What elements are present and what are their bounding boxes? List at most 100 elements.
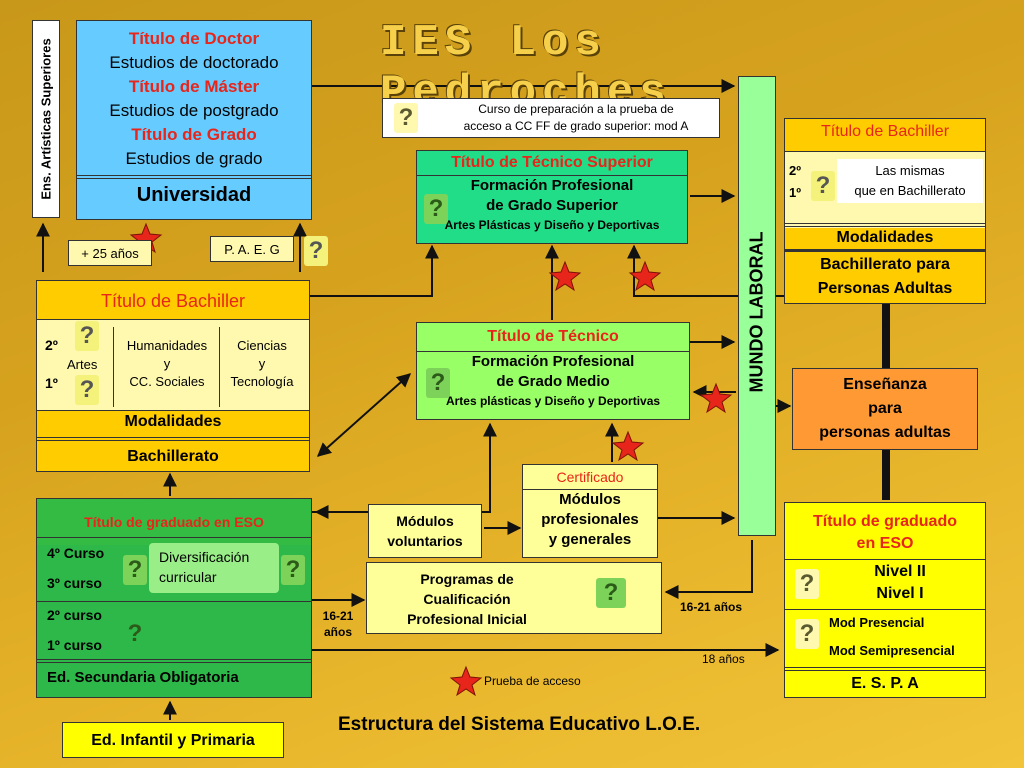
fp-superior-line1: Formación Profesional — [470, 177, 634, 194]
bachiller-hum3: CC. Sociales — [129, 374, 205, 389]
pcpi-line1: Programas de — [420, 571, 514, 587]
question-icon: ? — [394, 103, 418, 133]
curso-prep-line2: acceso a CC FF de grado superior: mod A — [463, 119, 689, 133]
edad-1621-left-a: 16-21 — [322, 609, 354, 623]
bachiller-artes: Artes — [67, 357, 98, 372]
eso-name: Ed. Secundaria Obligatoria — [47, 669, 239, 686]
mas25-badge: + 25 años — [68, 240, 152, 266]
curso-preparacion-box: Curso de preparación a la prueba de acce… — [382, 98, 720, 138]
mundo-laboral-bar: MUNDO LABORAL — [738, 76, 776, 536]
fp-superior-line2: de Grado Superior — [486, 197, 618, 214]
eso-c4: 4º Curso — [47, 545, 105, 561]
pcpi-line2: Cualificación — [423, 591, 511, 607]
star-marker — [611, 430, 645, 462]
fp-medio-line1: Formación Profesional — [471, 353, 635, 370]
edad-18: 18 años — [702, 652, 745, 666]
eso-adultos-nivel1: Nivel I — [876, 585, 924, 602]
bach-adultos-name1: Bachillerato para — [820, 256, 950, 273]
bachiller-modalidades: Modalidades — [124, 413, 222, 430]
bach-adultos-name2: Personas Adultas — [817, 280, 953, 297]
question-icon: ? — [123, 555, 147, 585]
edad-1621-right: 16-21 años — [680, 600, 743, 614]
eso-adultos-nivel2: Nivel II — [874, 563, 926, 580]
doctor-title: Título de Doctor — [128, 29, 260, 48]
universidad-name: Universidad — [136, 184, 252, 206]
page-subtitle: Estructura del Sistema Educativo L.O.E. — [338, 714, 701, 735]
universidad-box: Título de Doctor Estudios de doctorado T… — [76, 20, 312, 220]
ensenanza-adultos-box: Enseñanza para personas adultas — [792, 368, 978, 450]
bach-adultos-modalidades: Modalidades — [836, 229, 934, 246]
ens-adultos-line2: para — [868, 400, 902, 417]
eso-div2: curricular — [159, 569, 217, 585]
question-icon: ? — [75, 375, 99, 405]
bach-adultos-c1: 1º — [789, 185, 801, 200]
star-legend-icon — [449, 665, 483, 697]
fp-medio-line3: Artes plásticas y Diseño y Deportivas — [445, 394, 661, 408]
question-icon: ? — [596, 578, 626, 608]
tecnico-title: Título de Técnico — [487, 328, 619, 345]
certificado-line2: profesionales — [541, 511, 639, 528]
bachiller-hum1: Humanidades — [126, 338, 208, 353]
ens-artisticas-label: Ens. Artísticas Superiores — [38, 38, 54, 200]
infantil-box: Ed. Infantil y Primaria — [62, 722, 284, 758]
curso-prep-line1: Curso de preparación a la prueba de — [478, 102, 674, 116]
question-icon: ? — [281, 555, 305, 585]
star-marker — [628, 260, 662, 292]
question-icon: ? — [811, 171, 835, 201]
eso-c3: 3º curso — [47, 575, 102, 591]
tecnico-superior-title: Título de Técnico Superior — [451, 154, 653, 171]
eso-title: Título de graduado en ESO — [37, 499, 311, 545]
eso-adultos-semipresencial: Mod Semipresencial — [829, 643, 955, 658]
ens-adultos-line1: Enseñanza — [843, 376, 927, 393]
eso-div1: Diversificación — [159, 549, 250, 565]
question-icon: ? — [426, 368, 450, 398]
question-icon: ? — [795, 619, 819, 649]
ens-artisticas-box: Ens. Artísticas Superiores — [32, 20, 60, 218]
certificado-box: Certificado Módulos profesionales y gene… — [522, 464, 658, 558]
question-icon: ? — [127, 620, 143, 647]
bachiller-c1: 1º — [45, 375, 58, 391]
modulos-vol-line1: Módulos — [396, 513, 454, 529]
bachillerato-name: Bachillerato — [127, 448, 219, 465]
tecnico-superior-box: Título de Técnico Superior Formación Pro… — [416, 150, 688, 244]
paeg-badge: P. A. E. G — [210, 236, 294, 262]
doctor-text: Estudios de doctorado — [109, 53, 279, 72]
eso-adultos-title1: Título de graduado — [813, 513, 957, 530]
bachiller-cie2: y — [258, 356, 266, 371]
certificado-line3: y generales — [548, 531, 632, 548]
eso-c1: 1º curso — [47, 637, 102, 653]
bach-adultos-c2: 2º — [789, 163, 801, 178]
grado-text: Estudios de grado — [125, 149, 263, 168]
bach-adultos-title: Título de Bachiller — [820, 123, 950, 140]
grado-title: Título de Grado — [131, 125, 257, 144]
bachiller-title: Título de Bachiller — [100, 291, 246, 311]
bach-adultos-text1: Las mismas — [875, 163, 945, 178]
question-icon: ? — [304, 236, 328, 266]
question-icon: ? — [424, 194, 448, 224]
bachiller-hum2: y — [163, 356, 171, 371]
eso-adultos-title2: en ESO — [856, 535, 914, 552]
star-marker — [699, 382, 733, 414]
bachiller-adultos-box: Título de Bachiller 2º 1º ? Las mismas q… — [784, 118, 986, 304]
edad-1621-left-b: años — [323, 625, 352, 639]
mundo-laboral-label: MUNDO LABORAL — [746, 231, 767, 393]
question-icon: ? — [795, 569, 819, 599]
fp-superior-line3: Artes Plásticas y Diseño y Deportivas — [444, 218, 660, 232]
master-title: Título de Máster — [128, 77, 260, 96]
bachiller-c2: 2º — [45, 337, 58, 353]
tecnico-box: Título de Técnico Formación Profesional … — [416, 322, 690, 420]
espa-name: E. S. P. A — [851, 675, 919, 692]
eso-box: Título de graduado en ESO 4º Curso 3º cu… — [36, 498, 312, 698]
certificado-line1: Módulos — [559, 491, 621, 508]
certificado-title: Certificado — [556, 469, 624, 485]
eso-adultos-presencial: Mod Presencial — [829, 615, 925, 630]
bachiller-cie3: Tecnología — [230, 374, 294, 389]
modulos-vol-line2: voluntarios — [387, 533, 463, 549]
eso-c2: 2º curso — [47, 607, 102, 623]
eso-adultos-box: Título de graduado en ESO Nivel II Nivel… — [784, 502, 986, 698]
master-text: Estudios de postgrado — [109, 101, 279, 120]
star-marker — [548, 260, 582, 292]
bachiller-cie1: Ciencias — [237, 338, 287, 353]
modulos-voluntarios-box: Módulos voluntarios — [368, 504, 482, 558]
bachillerato-box: Título de Bachiller 2º 1º ? ? Artes Huma… — [36, 280, 310, 472]
